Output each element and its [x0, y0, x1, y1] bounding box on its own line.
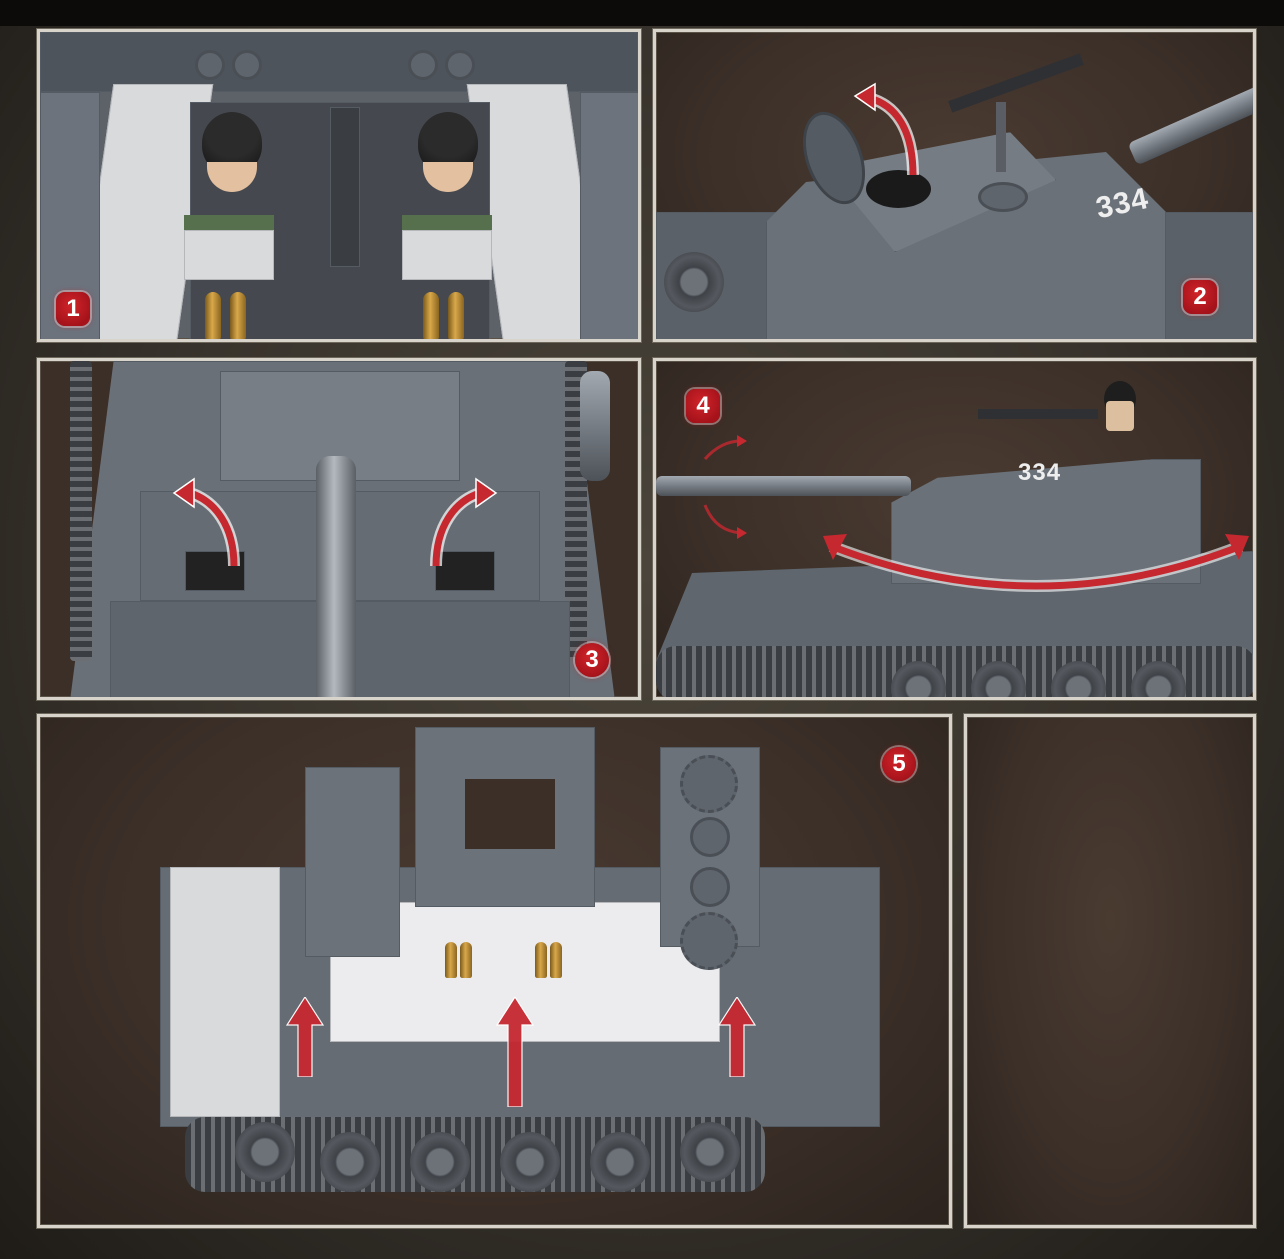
main-gun-barrel: [1127, 82, 1253, 166]
open-hatch: [866, 170, 931, 208]
panel-6-empty: [964, 714, 1256, 1228]
step-badge-5: 5: [882, 747, 916, 781]
ammo-shell: [423, 292, 439, 339]
panel-4-turret-rotation: 334 4: [653, 358, 1256, 700]
main-gun-barrel: [316, 456, 356, 697]
double-arc-arrow-icon: [823, 534, 1249, 592]
step-badge-1: 1: [56, 292, 90, 326]
turret-number-decal: 334: [1018, 459, 1062, 486]
panel-1-crew-interior: 1: [37, 29, 641, 342]
step-badge-4: 4: [686, 389, 720, 423]
up-arrow-icon: [285, 997, 325, 1077]
panel-3-hull-hatches: 3: [37, 358, 641, 700]
elevation-arrow-icon: [703, 504, 747, 539]
curved-arrow-icon: [430, 477, 498, 567]
curved-arrow-icon: [172, 477, 240, 567]
machine-gun: [978, 409, 1098, 419]
machine-gun: [948, 53, 1084, 113]
curved-arrow-icon: [853, 82, 919, 176]
panel-5-removable-top: 5: [37, 714, 952, 1228]
turret: [891, 459, 1201, 584]
up-arrow-icon: [495, 997, 535, 1107]
top-band: [0, 0, 1284, 26]
ammo-shell: [230, 292, 246, 339]
elevation-arrow-icon: [703, 435, 747, 461]
ammo-shell: [448, 292, 464, 339]
main-gun-barrel: [656, 476, 911, 496]
panel-2-turret-hatch: 334 2: [653, 29, 1256, 342]
step-badge-2: 2: [1183, 280, 1217, 314]
ammo-shell: [205, 292, 221, 339]
step-badge-3: 3: [575, 643, 609, 677]
up-arrow-icon: [717, 997, 757, 1077]
